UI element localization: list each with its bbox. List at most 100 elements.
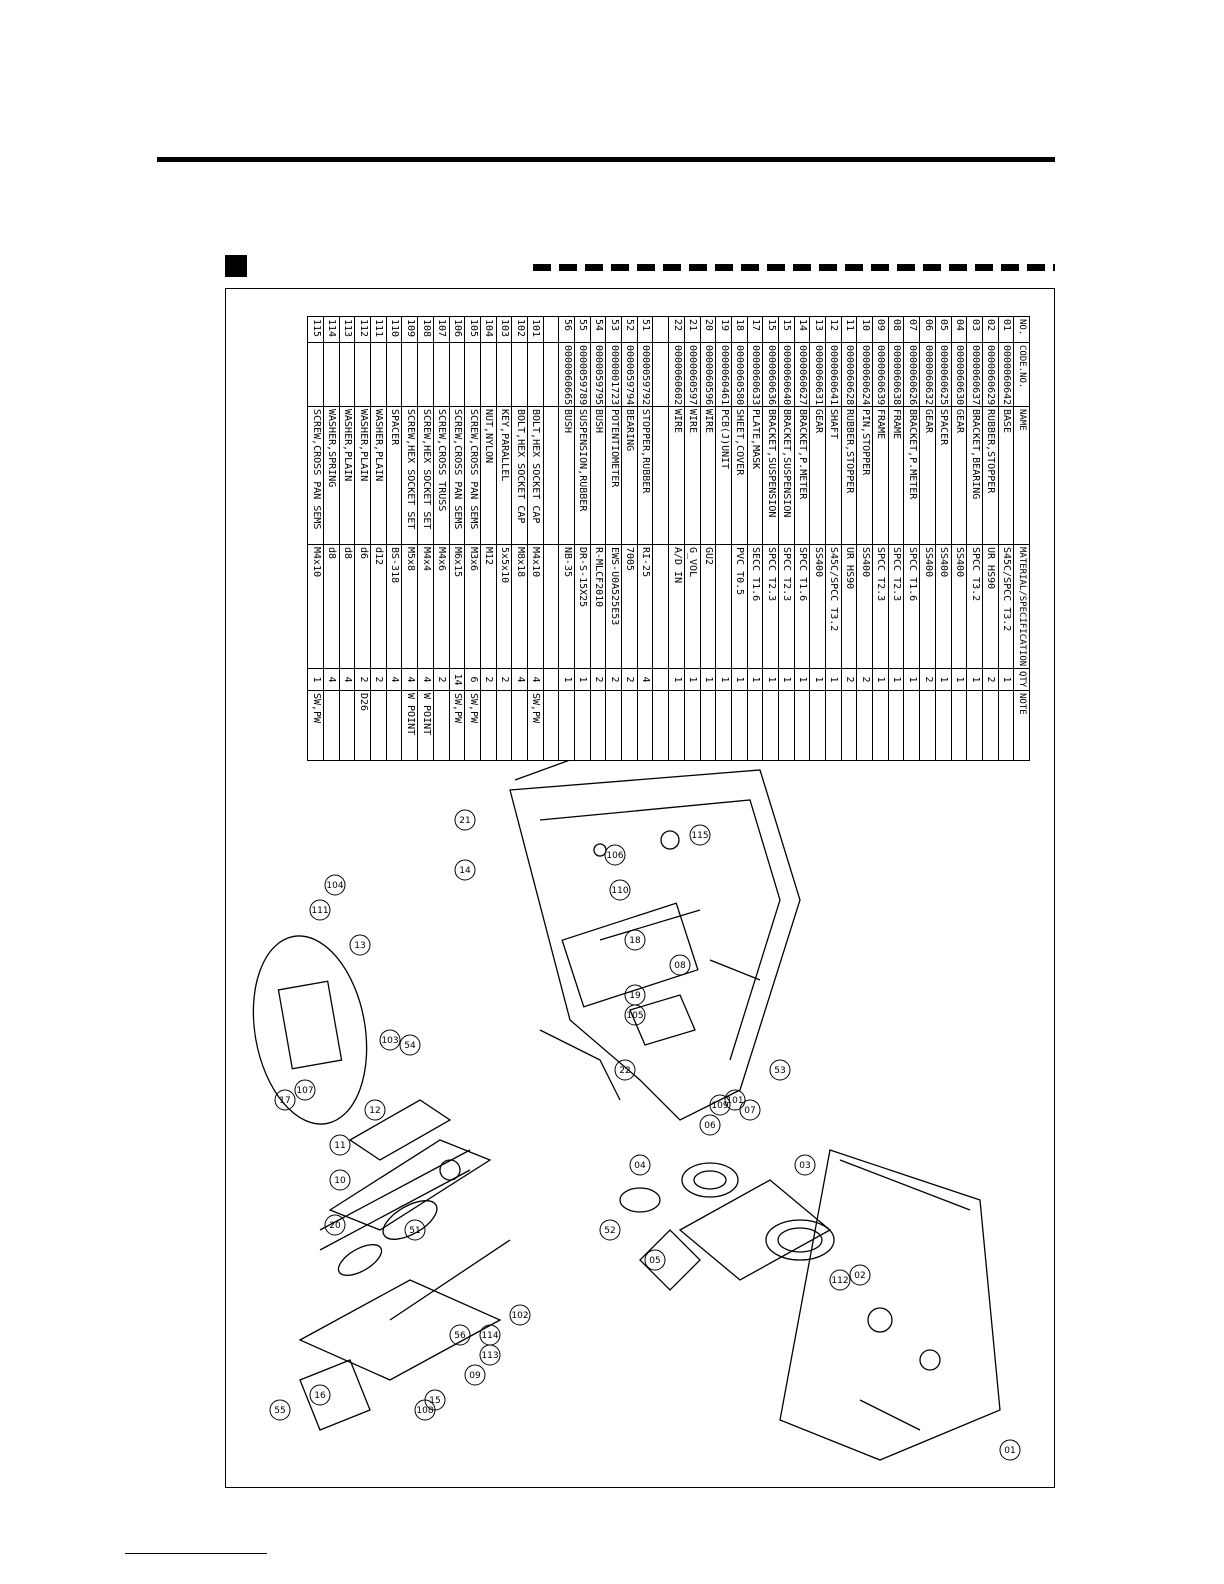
cell-code [433, 342, 450, 407]
cell-qty: 4 [511, 668, 528, 691]
cell-note [841, 690, 857, 761]
cell-code [527, 342, 544, 407]
cell-code: 0000060624 [856, 342, 873, 407]
cell-code: 0000060639 [872, 342, 889, 407]
cell-no: 108 [417, 316, 434, 343]
svg-text:51: 51 [409, 1226, 420, 1236]
header-material: MATERIAL/SPECIFICATION [1013, 544, 1030, 669]
cell-name: STOPPER,RUBBER [637, 406, 653, 545]
cell-code [386, 342, 402, 407]
cell-no: 17 [747, 316, 763, 343]
svg-text:07: 07 [744, 1106, 755, 1116]
cell-name: BOLT,HEX SOCKET CAP [527, 406, 544, 545]
cell-qty [653, 668, 669, 691]
section-marker-square [225, 255, 247, 277]
svg-text:14: 14 [459, 866, 471, 876]
cell-code: 0000060637 [966, 342, 983, 407]
cell-material: SPCC T3.2 [966, 544, 983, 669]
cell-note [715, 690, 732, 761]
cell-material: SS400 [919, 544, 936, 669]
cell-qty: 2 [605, 668, 622, 691]
cell-note [888, 690, 904, 761]
cell-name: WIRE [668, 406, 685, 545]
parts-table-header: NO. CODE.NO. NAME MATERIAL/SPECIFICATION… [1013, 316, 1030, 761]
cell-note [590, 690, 606, 761]
cell-material: M4x10 [307, 544, 324, 669]
cell-material [715, 544, 732, 669]
cell-name: SPACER [935, 406, 952, 545]
cell-name: BRACKET,BEARING [966, 406, 983, 545]
cell-material: M4x4 [417, 544, 434, 669]
svg-text:109: 109 [711, 1101, 728, 1111]
cell-qty: 1 [904, 668, 920, 691]
cell-material: A/D IN [668, 544, 685, 669]
cell-name: SCREW,CROSS PAN SEMS [449, 406, 465, 545]
cell-code: 0000060625 [935, 342, 952, 407]
cell-qty: 2 [480, 668, 497, 691]
callout-01: 01 [999, 1439, 1021, 1461]
cell-material: SPCC T2.3 [778, 544, 795, 669]
cell-name: POTENTIOMETER [605, 406, 622, 545]
cell-no: 107 [433, 316, 450, 343]
svg-text:06: 06 [704, 1121, 716, 1131]
cell-name: GEAR [919, 406, 936, 545]
cell-material: SECC T1.6 [747, 544, 763, 669]
callout-10: 10 [329, 1169, 351, 1191]
cell-no: 110 [386, 316, 402, 343]
cell-name: NUT,NYLON [480, 406, 497, 545]
cell-no: 04 [951, 316, 967, 343]
svg-text:08: 08 [674, 961, 686, 971]
callout-53: 53 [769, 1059, 791, 1081]
cell-no: 56 [558, 316, 575, 343]
cell-no: 06 [919, 316, 936, 343]
cell-name: SCREW,CROSS TRUSS [433, 406, 450, 545]
callout-08: 08 [669, 954, 691, 976]
cell-code [402, 342, 418, 407]
svg-text:53: 53 [774, 1066, 785, 1076]
cell-name: BOLT,HEX SOCKET CAP [511, 406, 528, 545]
cell-note [935, 690, 952, 761]
cell-code: 0000060628 [841, 342, 857, 407]
cell-material: SPCC T1.6 [904, 544, 920, 669]
cell-qty: 2 [982, 668, 999, 691]
cell-material: R-MLCF2010 [590, 544, 606, 669]
cell-material: DR-S-15X25 [574, 544, 591, 669]
cell-no: 106 [449, 316, 465, 343]
cell-name: PIN,STOPPER [856, 406, 873, 545]
cell-qty: 1 [951, 668, 967, 691]
cell-note [558, 690, 575, 761]
cell-material: SS400 [856, 544, 873, 669]
cell-note [511, 690, 528, 761]
cell-note: SW,PW [464, 690, 481, 761]
callout-21: 21 [454, 809, 476, 831]
callout-12: 12 [364, 1099, 386, 1121]
cell-note [653, 690, 669, 761]
cell-no: 115 [307, 316, 324, 343]
cell-code: 0000060580 [731, 342, 748, 407]
cell-no: 114 [323, 316, 340, 343]
cell-qty: 1 [558, 668, 575, 691]
cell-material: SPCC T1.6 [794, 544, 810, 669]
cell-qty: 1 [747, 668, 763, 691]
cell-name: FRAME [872, 406, 889, 545]
svg-text:110: 110 [611, 886, 628, 896]
cell-note [480, 690, 497, 761]
cell-code: 0000060631 [809, 342, 826, 407]
cell-qty: 2 [919, 668, 936, 691]
cell-name: BEARING [621, 406, 638, 545]
cell-note: W POINT [417, 690, 434, 761]
cell-name: WASHER,PLAIN [354, 406, 371, 545]
cell-note: SW,PW [527, 690, 544, 761]
cell-material: M6x15 [449, 544, 465, 669]
svg-text:20: 20 [329, 1221, 341, 1231]
cell-code [464, 342, 481, 407]
